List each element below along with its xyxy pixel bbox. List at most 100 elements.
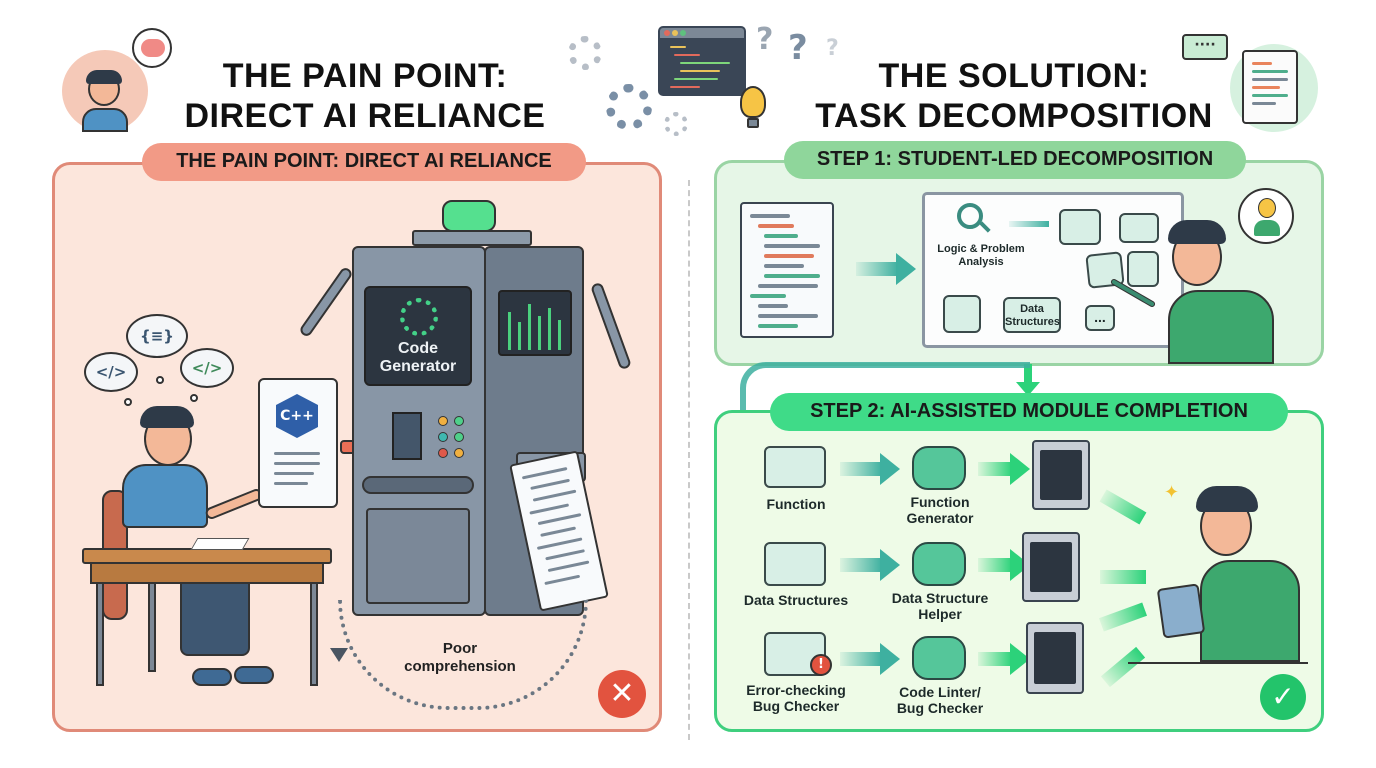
code-block-card [943, 295, 981, 333]
generated-code-doc-icon [1032, 440, 1090, 510]
sparkle-icon: ✦ [1164, 482, 1180, 503]
step1-banner: STEP 1: STUDENT-LED DECOMPOSITION [784, 141, 1246, 179]
cpp-code-scroll: C++ [258, 378, 338, 508]
feedback-line1: Poor [442, 640, 478, 657]
thought-bubble-code-icon: </> [84, 352, 138, 392]
feedback-arrowhead-icon [330, 648, 348, 662]
helper-label: Code Linter/ Bug Checker [880, 684, 1000, 716]
data-structures-card: Data Structures [1003, 297, 1061, 333]
machine-beacon [442, 200, 496, 232]
right-header-decor: ···· [1182, 34, 1322, 134]
data-structures-line2: Structures [1005, 316, 1061, 328]
more-card: ... [1085, 305, 1115, 331]
question-mark-icon: ? [788, 28, 808, 68]
decor-cluster: ? ? ? [550, 14, 870, 138]
teaching-student [1109, 218, 1290, 364]
lightbulb-icon [740, 86, 766, 128]
step2-banner: STEP 2: AI-ASSISTED MODULE COMPLETION [770, 393, 1288, 431]
question-mark-icon: ? [756, 22, 774, 57]
machine-slot [392, 412, 422, 460]
code-generator-machine: Code Generator [352, 200, 592, 630]
module-row: Data Structures Data Structure Helper [730, 532, 1110, 628]
helper-line1: Function [910, 494, 970, 510]
step1-flow-arrow [856, 262, 898, 276]
helper-line1: Code Linter/ [899, 684, 981, 700]
analysis-line2: Analysis [958, 256, 1004, 268]
happy-student [1156, 486, 1310, 662]
helper-line2: Generator [906, 510, 974, 526]
equalizer-screen [498, 290, 572, 356]
desk [82, 538, 332, 688]
shoe [192, 668, 232, 686]
data-structures-line1: Data [1020, 303, 1044, 315]
chat-bubble-icon: ···· [1182, 34, 1228, 60]
left-title-line2: DIRECT AI RELIANCE [184, 97, 546, 135]
machine-screen: Code Generator [364, 286, 472, 386]
step1-arrowhead-icon [896, 253, 916, 285]
right-title-line2: TASK DECOMPOSITION [815, 97, 1213, 135]
module-label: Error-checking Bug Checker [736, 682, 856, 714]
left-header-avatar [62, 28, 172, 132]
problem-document [740, 202, 834, 338]
green-shirt [1200, 560, 1300, 662]
analysis-line1: Logic & Problem [937, 243, 1025, 255]
warning-badge-icon: ! [810, 654, 832, 676]
code-snippet-card [1059, 209, 1101, 245]
student-shirt [122, 464, 208, 528]
robot-helper-icon [912, 446, 966, 490]
thought-bubble-code-icon: </> [180, 348, 234, 388]
paper-sheet [190, 538, 250, 550]
success-check-icon: ✓ [1260, 674, 1306, 720]
helper-line2: Helper [918, 606, 962, 622]
robot-helper-icon [912, 542, 966, 586]
thought-bubble-braces-icon: {≡} [126, 314, 188, 358]
logic-analysis-label: Logic & Problem Analysis [929, 243, 1033, 269]
panel-divider [688, 180, 690, 740]
feedback-line2: comprehension [404, 658, 516, 675]
note-card [1119, 213, 1159, 243]
gear-logo-icon [400, 298, 438, 336]
module-line2: Bug Checker [752, 698, 840, 714]
helper-label: Function Generator [880, 494, 1000, 526]
generated-code-doc-icon [1026, 622, 1084, 694]
shoe [234, 666, 274, 684]
gear-icon [664, 112, 688, 136]
brain-thought-bubble-icon [132, 28, 172, 68]
gear-icon [606, 84, 652, 130]
document-scroll-icon [1242, 50, 1298, 124]
note-card [1127, 251, 1159, 287]
idea-thought-bubble-icon [1238, 188, 1294, 244]
machine-label-line1: Code [398, 340, 438, 357]
floor-line [1128, 662, 1308, 664]
module-label: Data Structures [743, 592, 849, 608]
right-title-line1: THE SOLUTION: [878, 57, 1150, 95]
pain-point-banner: THE PAIN POINT: DIRECT AI RELIANCE [142, 143, 586, 181]
function-card-icon [764, 446, 826, 488]
tablet-icon [1156, 583, 1206, 639]
module-label: Function [766, 496, 826, 512]
poor-comprehension-label: Poor comprehension [380, 640, 540, 676]
right-header-title: THE SOLUTION: TASK DECOMPOSITION [804, 56, 1224, 136]
whiteboard: Logic & Problem Analysis Data Structures… [922, 192, 1184, 348]
green-shirt [1168, 290, 1274, 364]
left-header-title: THE PAIN POINT: DIRECT AI RELIANCE [170, 56, 560, 136]
magnifier-target-icon [957, 203, 983, 229]
question-mark-icon: ? [826, 36, 839, 61]
robot-helper-icon [912, 636, 966, 680]
indicator-lights [438, 416, 468, 466]
module-line1: Error-checking [746, 682, 846, 698]
cpp-logo-icon: C++ [276, 394, 318, 438]
helper-line2: Bug Checker [896, 700, 984, 716]
data-structure-card-icon [764, 542, 826, 586]
module-row: Function Function Generator [730, 440, 1110, 540]
helper-line1: Data Structure [891, 590, 989, 606]
helper-label: Data Structure Helper [870, 590, 1010, 622]
convergence-arrows [1098, 480, 1160, 688]
machine-vent [366, 508, 470, 604]
confused-student-icon [82, 70, 128, 132]
left-title-line1: THE PAIN POINT: [222, 57, 508, 95]
gear-icon [568, 36, 602, 70]
error-x-icon: ✕ [598, 670, 646, 718]
code-window-icon [658, 26, 746, 96]
machine-label-line2: Generator [379, 358, 457, 375]
